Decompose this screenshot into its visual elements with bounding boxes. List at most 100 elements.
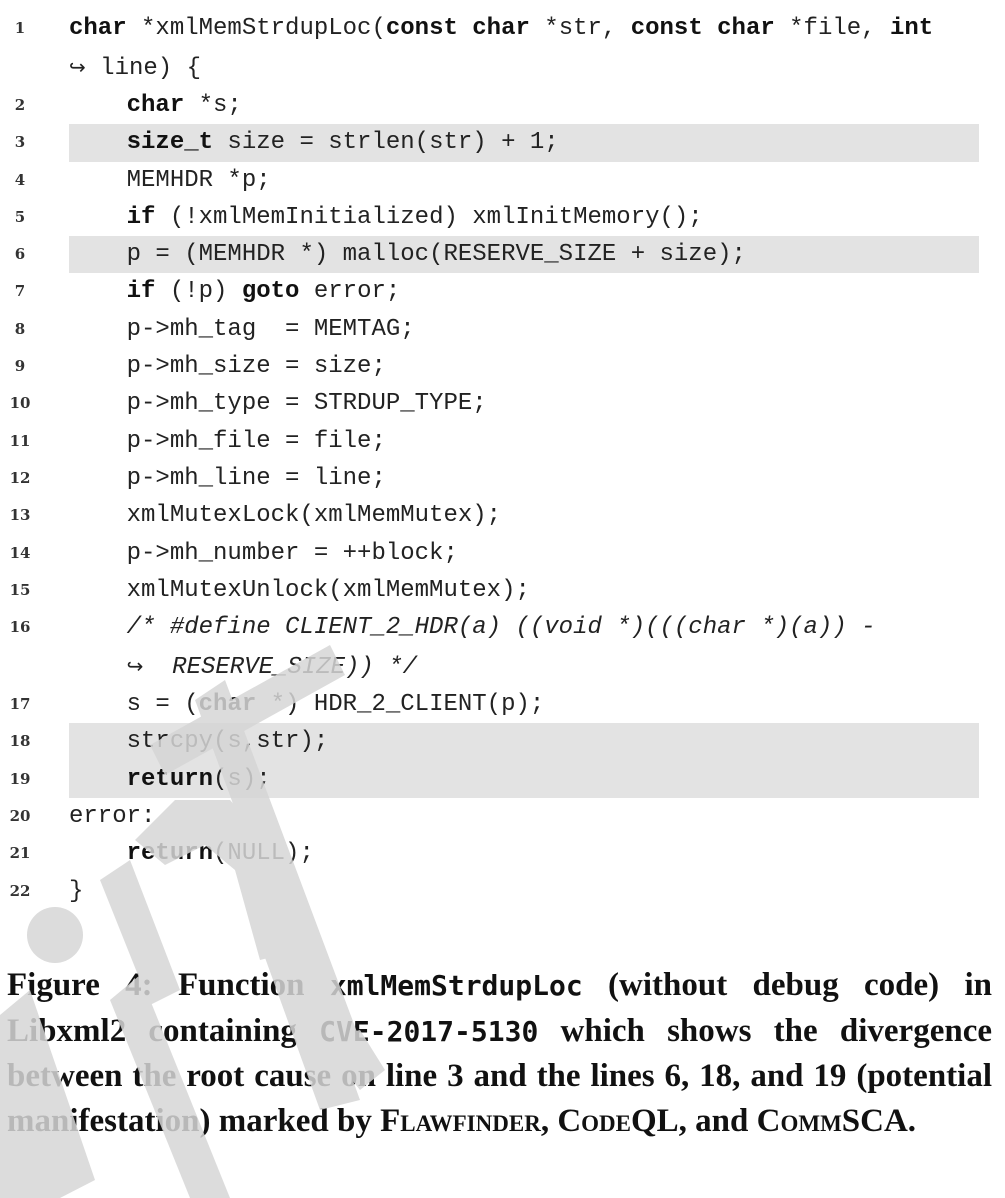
- line-number: 8: [14, 319, 26, 338]
- code-token: *str,: [529, 15, 631, 42]
- code-line: 20 error:: [0, 798, 1005, 835]
- line-number: 2: [14, 96, 26, 114]
- code-text: if (!p) goto error;: [69, 273, 979, 310]
- line-number: 15: [9, 580, 31, 599]
- code-token: [69, 278, 127, 305]
- code-token: p->mh_file = file;: [69, 427, 386, 455]
- code-keyword: const: [385, 15, 458, 42]
- caption-cve-id: CVE-2017-5130: [319, 1014, 539, 1048]
- code-keyword: size_t: [126, 129, 214, 157]
- code-token: [703, 15, 717, 42]
- code-line: 14 p->mh_number = ++block;: [0, 535, 1005, 572]
- code-token: [69, 204, 127, 231]
- code-text: size_t size = strlen(str) + 1;: [69, 124, 979, 161]
- code-line: 1 char *xmlMemStrdupLoc(const char *str, …: [0, 10, 1005, 87]
- code-token: (!p): [155, 278, 242, 306]
- line-wrap-arrow-icon: ↪: [126, 654, 144, 679]
- code-text: /* #define CLIENT_2_HDR(a) ((void *)(((c…: [69, 609, 979, 686]
- code-line: 10 p->mh_type = STRDUP_TYPE;: [0, 385, 1005, 422]
- line-number: 11: [9, 431, 31, 450]
- caption-sep-2: , and: [678, 1103, 757, 1140]
- code-text: }: [69, 873, 979, 910]
- code-keyword: return: [126, 765, 214, 793]
- line-number: 16: [9, 618, 31, 637]
- code-token: xmlMutexUnlock(xmlMemMutex);: [69, 576, 530, 604]
- code-line: 6 p = (MEMHDR *) malloc(RESERVE_SIZE + s…: [0, 236, 1005, 274]
- code-comment: /* #define CLIENT_2_HDR(a) ((void *)(((c…: [126, 614, 876, 642]
- code-token: strcpy(s,str);: [69, 728, 329, 756]
- code-keyword: int: [889, 15, 934, 42]
- code-token: error;: [299, 278, 401, 306]
- code-keyword: char: [126, 92, 185, 119]
- code-token: p->mh_number = ++block;: [69, 539, 458, 567]
- code-line: 19 return(s);: [0, 760, 1005, 799]
- caption-sep-1: ,: [540, 1103, 558, 1140]
- code-text: p = (MEMHDR *) malloc(RESERVE_SIZE + siz…: [69, 236, 979, 273]
- line-number: 7: [14, 282, 26, 301]
- code-keyword: char: [717, 15, 775, 42]
- line-number: 4: [14, 170, 26, 189]
- code-token: xmlMutexLock(xmlMemMutex);: [69, 502, 502, 530]
- highlight-band: [69, 236, 979, 274]
- code-token: p->mh_tag = MEMTAG;: [69, 315, 415, 343]
- code-line: 17 s = (char *) HDR_2_CLIENT(p);: [0, 686, 1005, 723]
- code-text: if (!xmlMemInitialized) xmlInitMemory();: [69, 199, 979, 236]
- line-number: 3: [14, 133, 26, 152]
- line-number: 6: [14, 245, 26, 264]
- caption-end: .: [907, 1103, 917, 1140]
- code-line: 18 strcpy(s,str);: [0, 723, 1005, 761]
- code-line: 8 p->mh_tag = MEMTAG;: [0, 311, 1005, 348]
- caption-tool-flawfinder: Flawfinder: [380, 1103, 541, 1140]
- code-comment: RESERVE_SIZE)) */: [143, 654, 418, 682]
- code-text: char *xmlMemStrdupLoc(const char *str, c…: [69, 10, 979, 87]
- code-line: 5 if (!xmlMemInitialized) xmlInitMemory(…: [0, 199, 1005, 236]
- code-text: p->mh_size = size;: [69, 348, 979, 385]
- highlight-band: [69, 124, 979, 162]
- code-token: p->mh_type = STRDUP_TYPE;: [69, 390, 487, 418]
- code-text: char *s;: [69, 87, 979, 124]
- line-number: 12: [9, 468, 31, 487]
- line-number: 18: [9, 732, 31, 751]
- code-line: 13 xmlMutexLock(xmlMemMutex);: [0, 497, 1005, 534]
- code-token: p = (MEMHDR *) malloc(RESERVE_SIZE + siz…: [69, 241, 746, 269]
- code-token: [69, 92, 127, 119]
- line-number: 1: [14, 19, 26, 37]
- line-number: 9: [14, 357, 26, 376]
- caption-tool-commsca: CommSCA: [756, 1103, 908, 1140]
- line-number: 10: [9, 394, 31, 413]
- caption-function-name: xmlMemStrdupLoc: [329, 969, 583, 1002]
- code-text: return(NULL);: [69, 835, 979, 872]
- code-line: 2 char *s;: [0, 87, 1005, 124]
- code-line: 22}: [0, 873, 1005, 910]
- line-number: 20: [9, 807, 31, 826]
- code-line: 7 if (!p) goto error;: [0, 273, 1005, 310]
- code-token: (!xmlMemInitialized) xmlInitMemory();: [155, 203, 703, 231]
- code-token: MEMHDR *p;: [69, 166, 271, 194]
- code-text: p->mh_file = file;: [69, 423, 979, 460]
- code-text: return(s);: [69, 761, 979, 798]
- line-number: 14: [9, 543, 31, 562]
- code-line: 21 return(NULL);: [0, 835, 1005, 872]
- code-token: *) HDR_2_CLIENT(p);: [256, 691, 545, 719]
- code-text: p->mh_line = line;: [69, 460, 979, 497]
- code-line: 16 /* #define CLIENT_2_HDR(a) ((void *)(…: [0, 609, 1005, 686]
- watermark-dot: [27, 907, 83, 963]
- code-text: s = (char *) HDR_2_CLIENT(p);: [69, 686, 979, 723]
- code-text: error:: [69, 798, 979, 835]
- code-token: p->mh_size = size;: [69, 353, 386, 381]
- code-token: [69, 840, 127, 867]
- code-line: 15 xmlMutexUnlock(xmlMemMutex);: [0, 572, 1005, 609]
- code-token: size = strlen(str) + 1;: [213, 129, 559, 157]
- code-token: *file,: [774, 15, 890, 42]
- code-token: *xmlMemStrdupLoc(: [126, 15, 386, 42]
- figure-caption: Figure 4: Function xmlMemStrdupLoc (with…: [7, 963, 992, 1144]
- caption-tool-codeql: CodeQL: [557, 1103, 679, 1140]
- code-token: error:: [69, 803, 156, 831]
- code-line: 3 size_t size = strlen(str) + 1;: [0, 124, 1005, 162]
- code-token: line) {: [85, 55, 201, 83]
- code-listing: 1 char *xmlMemStrdupLoc(const char *str, …: [0, 10, 1005, 910]
- line-number: 19: [9, 769, 31, 788]
- code-line: 4 MEMHDR *p;: [0, 162, 1005, 199]
- caption-text-1: Function: [152, 967, 330, 1003]
- code-token: [69, 614, 127, 641]
